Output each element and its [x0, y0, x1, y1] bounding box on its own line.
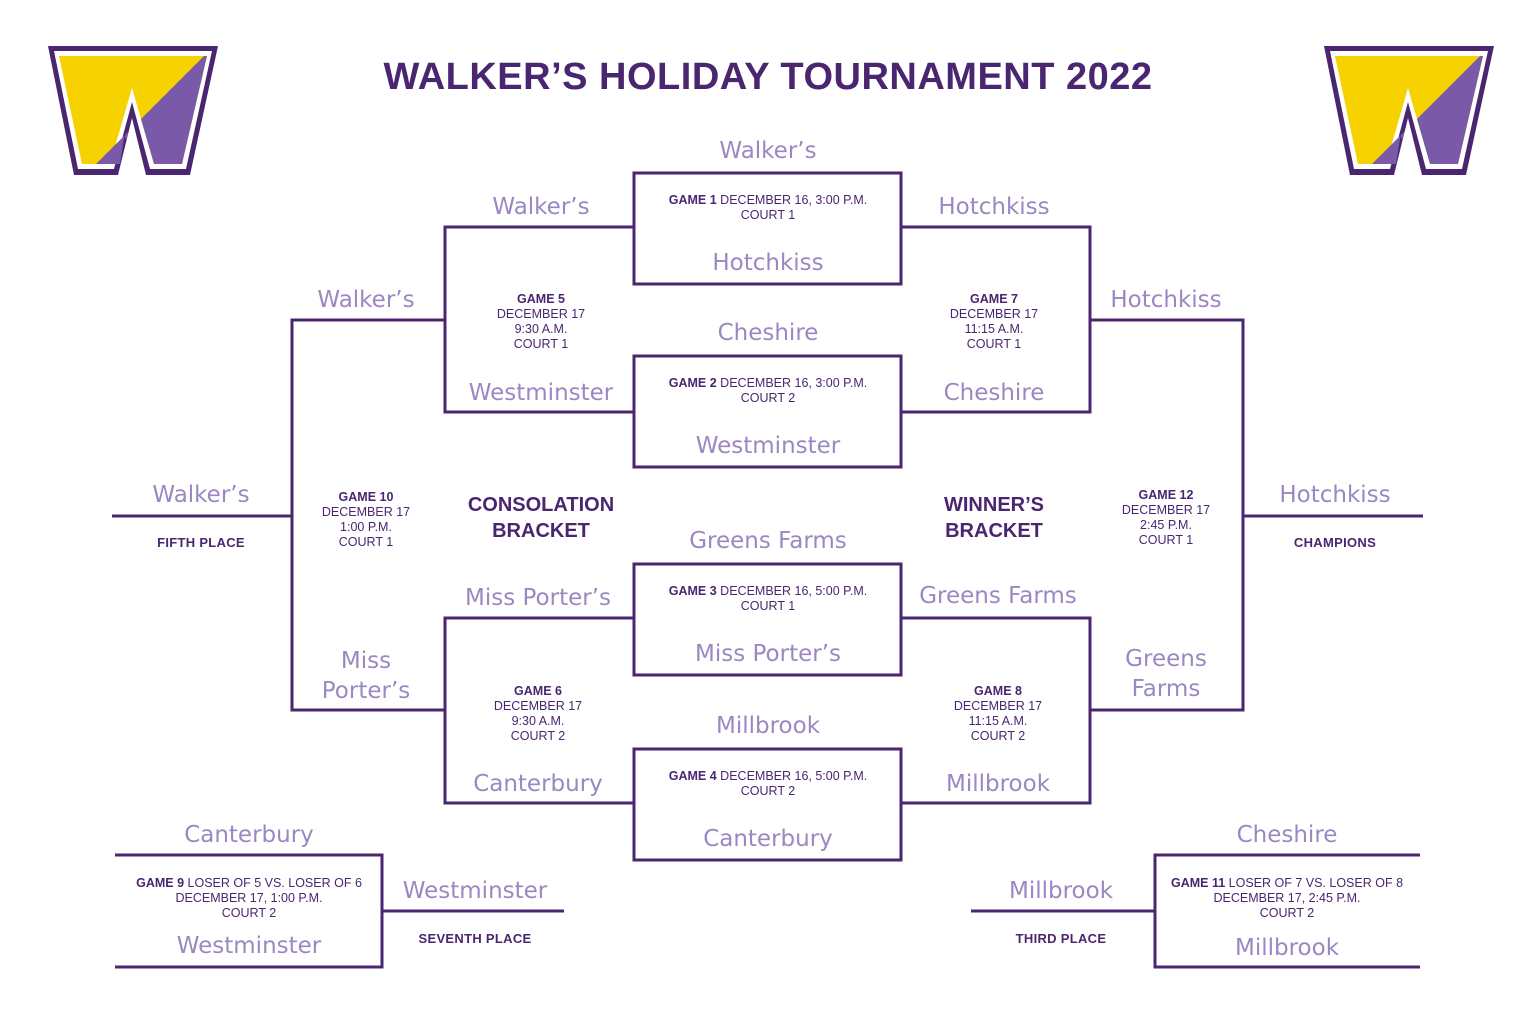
champions-team: Hotchkiss [1279, 482, 1391, 508]
game7-top-team: Hotchkiss [938, 194, 1050, 220]
game3-info: GAME 3 DECEMBER 16, 5:00 P.M. COURT 1 [648, 584, 888, 614]
game12-top-team: Hotchkiss [1110, 287, 1222, 313]
game6-date: DECEMBER 17 [493, 699, 583, 713]
game10-info: GAME 10 DECEMBER 17 1:00 P.M. COURT 1 [246, 490, 486, 550]
game3-label: GAME 3 [668, 584, 717, 598]
game8-bottom-team: Millbrook [945, 771, 1051, 797]
game11-label: GAME 11 [1170, 876, 1226, 890]
game11-date: DECEMBER 17, 2:45 P.M. [1213, 891, 1361, 905]
game6-label: GAME 6 [514, 684, 562, 698]
game11-matchup: LOSER OF 7 VS. LOSER OF 8 [1228, 876, 1404, 890]
game5-time: 9:30 A.M. [514, 322, 568, 336]
game4-bottom-team: Canterbury [703, 826, 833, 852]
game6-top-team: Miss Porter’s [464, 585, 611, 611]
game10-bottom-team: Miss Porter’s [321, 648, 411, 704]
game4-top-team: Millbrook [715, 713, 821, 739]
game1-date: DECEMBER 16, 3:00 P.M. [720, 193, 868, 207]
game12-bottom-team: Greens Farms [1125, 646, 1207, 702]
game6-time: 9:30 A.M. [511, 714, 565, 728]
game3-court: COURT 1 [740, 599, 796, 613]
game3-top-team: Greens Farms [689, 528, 847, 554]
game7-court: COURT 1 [966, 337, 1022, 351]
game9-bottom-team: Westminster [176, 933, 322, 959]
game10-time: 1:00 P.M. [340, 520, 392, 534]
page-title: WALKER’S HOLIDAY TOURNAMENT 2022 [383, 56, 1153, 98]
game12-court: COURT 1 [1138, 533, 1194, 547]
game4-info: GAME 4 DECEMBER 16, 5:00 P.M. COURT 2 [648, 769, 888, 799]
game5-court: COURT 1 [513, 337, 569, 351]
game11-info: GAME 11 LOSER OF 7 VS. LOSER OF 8 DECEMB… [1167, 876, 1407, 921]
winners-bracket-title: WINNER’S BRACKET [944, 494, 1044, 542]
game9-matchup: LOSER OF 5 VS. LOSER OF 6 [187, 876, 362, 890]
fifth-place-label: FIFTH PLACE [157, 535, 245, 550]
game11-bottom-team: Millbrook [1234, 935, 1340, 961]
game1-top-team: Walker’s [719, 138, 817, 164]
game7-time: 11:15 A.M. [964, 322, 1024, 336]
game8-time: 11:15 A.M. [968, 714, 1028, 728]
game5-top-team: Walker’s [492, 194, 590, 220]
game6-info: GAME 6 DECEMBER 17 9:30 A.M. COURT 2 [418, 684, 658, 744]
game10-label: GAME 10 [338, 490, 394, 504]
game4-label: GAME 4 [668, 769, 717, 783]
game11-court: COURT 2 [1259, 906, 1315, 920]
seventh-place-label: SEVENTH PLACE [418, 931, 532, 946]
game8-label: GAME 8 [974, 684, 1022, 698]
seventh-place-team: Westminster [402, 878, 548, 904]
game12-info: GAME 12 DECEMBER 17 2:45 P.M. COURT 1 [1046, 488, 1286, 548]
game2-bottom-team: Westminster [695, 433, 841, 459]
game8-info: GAME 8 DECEMBER 17 11:15 A.M. COURT 2 [878, 684, 1118, 744]
game7-date: DECEMBER 17 [949, 307, 1039, 321]
game5-date: DECEMBER 17 [496, 307, 586, 321]
game7-bottom-team: Cheshire [943, 380, 1045, 406]
game6-court: COURT 2 [510, 729, 566, 743]
game8-top-team: Greens Farms [919, 583, 1077, 609]
game10-court: COURT 1 [338, 535, 394, 549]
champions-label: CHAMPIONS [1293, 535, 1377, 550]
game12-label: GAME 12 [1138, 488, 1194, 502]
game10-date: DECEMBER 17 [321, 505, 411, 519]
game8-date: DECEMBER 17 [953, 699, 1043, 713]
game1-bottom-team: Hotchkiss [712, 250, 824, 276]
game5-label: GAME 5 [517, 292, 565, 306]
game10-top-team: Walker’s [317, 287, 415, 313]
game7-label: GAME 7 [970, 292, 1018, 306]
fifth-place-team: Walker’s [152, 482, 250, 508]
game2-date: DECEMBER 16, 3:00 P.M. [720, 376, 868, 390]
game9-label: GAME 9 [136, 876, 185, 890]
game9-date: DECEMBER 17, 1:00 P.M. [175, 891, 323, 905]
game3-date: DECEMBER 16, 5:00 P.M. [720, 584, 868, 598]
game1-court: COURT 1 [740, 208, 796, 222]
game2-info: GAME 2 DECEMBER 16, 3:00 P.M. COURT 2 [648, 376, 888, 406]
game9-top-team: Canterbury [184, 822, 314, 848]
game2-label: GAME 2 [668, 376, 717, 390]
game7-info: GAME 7 DECEMBER 17 11:15 A.M. COURT 1 [874, 292, 1114, 352]
game12-date: DECEMBER 17 [1121, 503, 1211, 517]
game1-label: GAME 1 [668, 193, 717, 207]
game5-bottom-team: Westminster [468, 380, 614, 406]
game11-top-team: Cheshire [1236, 822, 1338, 848]
game1-info: GAME 1 DECEMBER 16, 3:00 P.M. COURT 1 [648, 193, 888, 223]
game4-court: COURT 2 [740, 784, 796, 798]
game9-court: COURT 2 [221, 906, 277, 920]
walkers-w-logo-right [1324, 46, 1494, 175]
game9-info: GAME 9 LOSER OF 5 VS. LOSER OF 6 DECEMBE… [129, 876, 369, 921]
consolation-bracket-title: CONSOLATION BRACKET [467, 494, 615, 542]
game6-bottom-team: Canterbury [473, 771, 603, 797]
game4-date: DECEMBER 16, 5:00 P.M. [720, 769, 868, 783]
third-place-team: Millbrook [1008, 878, 1114, 904]
game3-bottom-team: Miss Porter’s [694, 641, 841, 667]
game2-top-team: Cheshire [717, 320, 819, 346]
walkers-w-logo-left [48, 46, 218, 175]
game8-court: COURT 2 [970, 729, 1026, 743]
game5-info: GAME 5 DECEMBER 17 9:30 A.M. COURT 1 [421, 292, 661, 352]
game12-time: 2:45 P.M. [1140, 518, 1192, 532]
third-place-label: THIRD PLACE [1015, 931, 1107, 946]
game2-court: COURT 2 [740, 391, 796, 405]
